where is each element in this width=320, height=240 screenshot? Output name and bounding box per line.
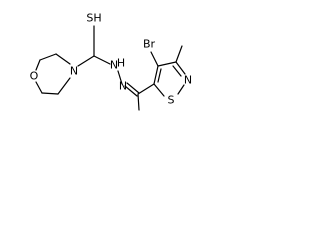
isothiazole-ring — [153, 61, 186, 97]
bond-s-c5 — [153, 83, 165, 97]
molecule-structure-diagram: SH O N N H N Br N S — [30, 12, 192, 111]
bond-n-s — [177, 84, 185, 95]
isothiazole-nitrogen-label: N — [184, 74, 192, 87]
bond-c-n-hydrazine — [93, 55, 111, 65]
bond-c-o-upper — [35, 59, 41, 71]
bond-n-c-upper — [55, 53, 71, 65]
bond-c-c-lower — [41, 92, 59, 95]
bond-n-c-thioamide — [77, 55, 95, 67]
bond-c-ring — [137, 83, 155, 95]
bond-c5-c4-inner — [157, 68, 162, 83]
morpholine-ring — [35, 53, 71, 95]
morpholine-nitrogen-label: N — [70, 65, 78, 78]
bond-c3-methyl — [175, 45, 183, 63]
morpholine-oxygen-label: O — [30, 70, 39, 83]
bond-n-n — [117, 70, 123, 85]
bond-n-c-double-a — [124, 85, 138, 97]
bond-c-c-upper — [39, 53, 57, 61]
bromine-label: Br — [143, 38, 156, 51]
bond-c-methyl — [137, 93, 140, 111]
bond-n-c-double-b — [126, 82, 140, 94]
bond-c3-n-inner — [172, 65, 182, 77]
bond-c4-br — [150, 51, 159, 67]
bond-o-c-lower — [35, 81, 43, 94]
thiol-sh-label: SH — [86, 12, 101, 25]
hydrazone-n-label: N — [119, 80, 127, 93]
bond-c5-c4 — [153, 65, 159, 85]
bond-c3-n — [175, 61, 186, 75]
thioamide-group — [77, 25, 111, 67]
hydrazone-h-label: H — [117, 57, 125, 70]
hydrazone-chain — [117, 70, 155, 111]
hydrazone-nh-label: N — [110, 59, 118, 72]
isothiazole-sulfur-label: S — [168, 94, 175, 107]
bond-c-n-lower — [57, 77, 71, 95]
isothiazole-substituents — [150, 45, 183, 67]
bond-c4-c3 — [157, 61, 177, 67]
